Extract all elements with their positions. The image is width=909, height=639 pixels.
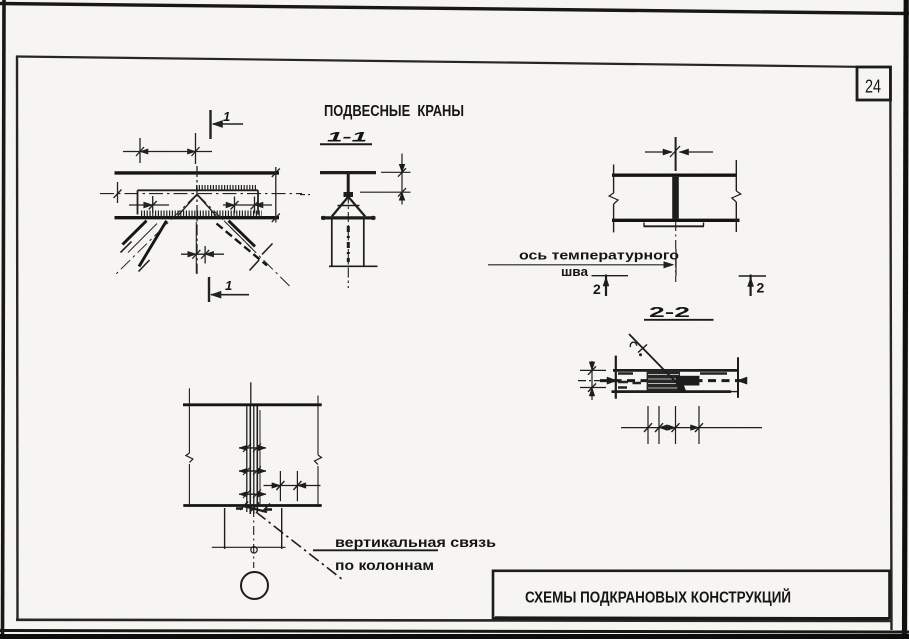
svg-text:по колоннам: по колоннам (335, 557, 434, 573)
svg-text:ось температурного: ось температурного (519, 249, 679, 263)
svg-text:СХЕМЫ ПОДКРАНОВЫХ КОНСТРУКЦИЙ: СХЕМЫ ПОДКРАНОВЫХ КОНСТРУКЦИЙ (525, 588, 791, 607)
svg-text:1-1: 1-1 (327, 129, 367, 145)
svg-text:1: 1 (225, 278, 232, 293)
svg-text:2-2: 2-2 (649, 304, 690, 321)
svg-text:2: 2 (757, 280, 765, 296)
svg-text:вертикальная связь: вертикальная связь (335, 534, 496, 550)
svg-text:шва: шва (561, 265, 589, 279)
svg-text:ПОДВЕСНЫЕ КРАНЫ: ПОДВЕСНЫЕ КРАНЫ (324, 103, 464, 120)
svg-text:24: 24 (865, 77, 881, 97)
svg-text:1: 1 (223, 109, 230, 124)
svg-text:2: 2 (593, 281, 601, 297)
